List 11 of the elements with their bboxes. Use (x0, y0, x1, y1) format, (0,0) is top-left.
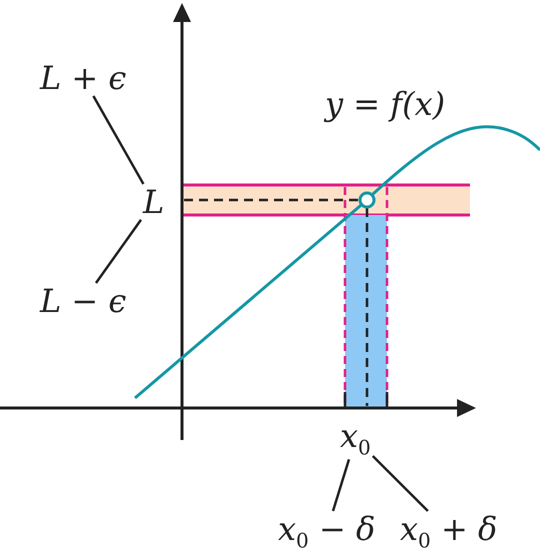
leader-line (372, 455, 429, 512)
leader-line (94, 219, 142, 284)
bound-label: L − ϵ (40, 285, 126, 317)
function-label: y = f(x) (325, 88, 446, 120)
bound-label: x$_{0}$ + δ (400, 513, 498, 550)
bound-label: x$_{0}$ − δ (278, 513, 376, 550)
axis-value-label: x$_{0}$ (340, 420, 371, 458)
leader-line (332, 459, 350, 512)
leader-line (92, 95, 144, 185)
axis-value-label: L (143, 186, 164, 218)
bound-label: L + ϵ (40, 62, 126, 94)
